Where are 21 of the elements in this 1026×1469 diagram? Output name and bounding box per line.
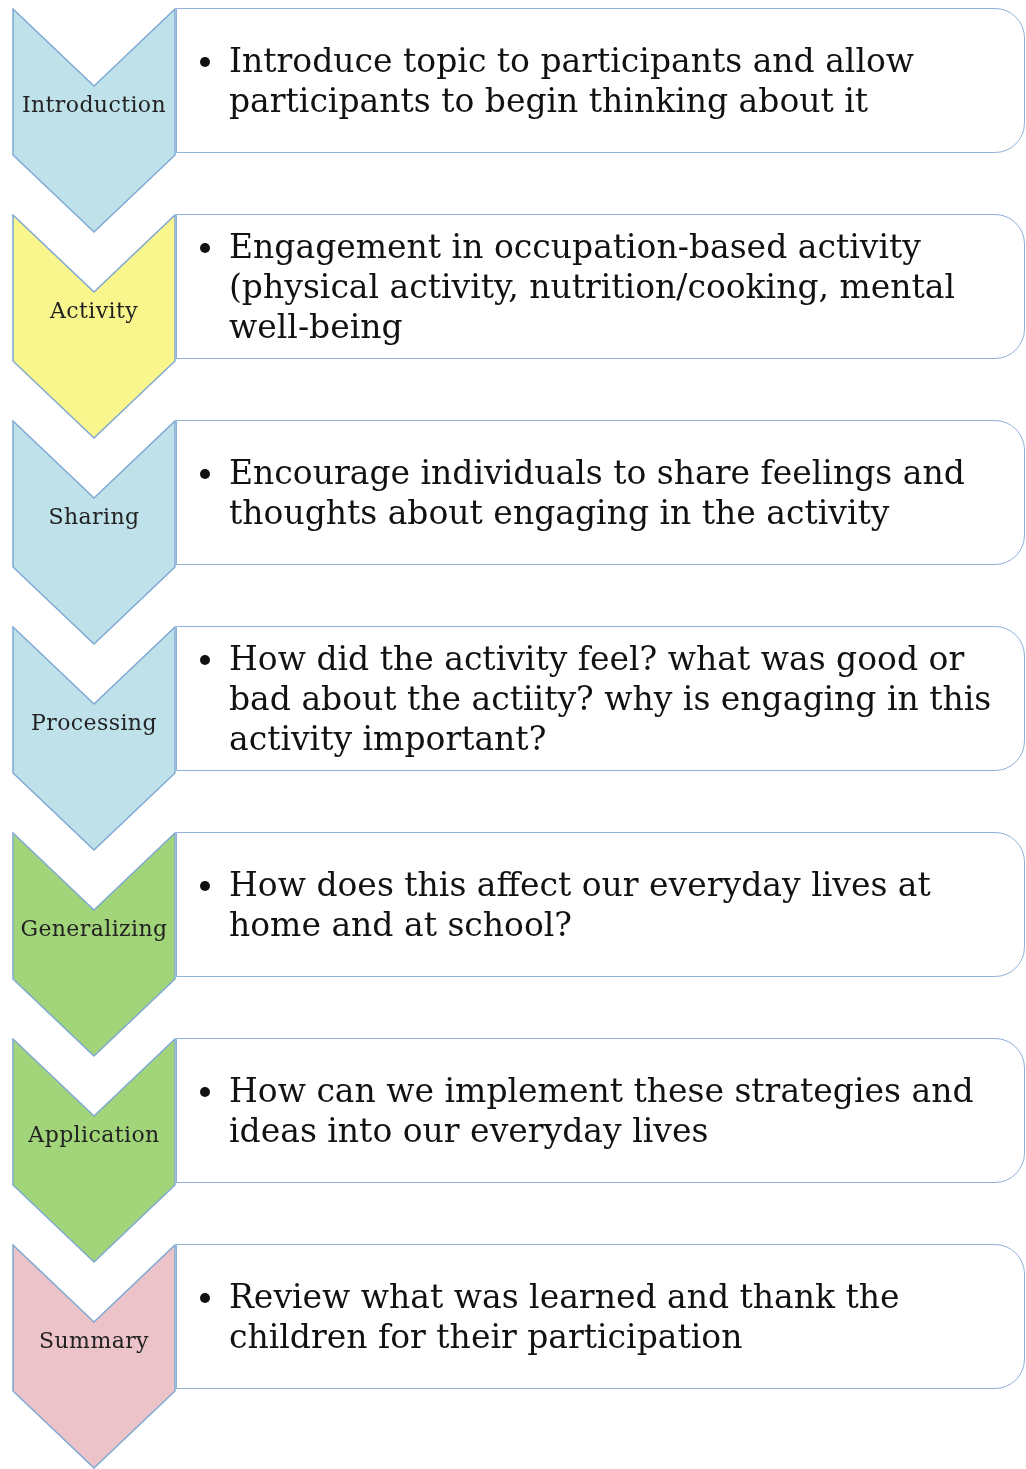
stage-label: Application: [27, 1122, 161, 1147]
description-text: Encourage individuals to share feelings and thoughts about engaging in the activity: [229, 452, 966, 533]
stage-label: Sharing: [47, 504, 141, 529]
stage-label: Activity: [49, 298, 139, 323]
description-box: [176, 1038, 1025, 1183]
stage-label: Generalizing: [19, 916, 169, 941]
stage-label: Introduction: [20, 92, 168, 117]
description-text: Engagement in occupation-based activity (physical activity, nutrition/cooking, mental well-being: [229, 226, 957, 347]
description-box: [176, 420, 1025, 565]
description-box: [176, 214, 1025, 359]
description-text: Review what was learned and thank the children for their participation: [229, 1276, 901, 1357]
description-box: [176, 1244, 1025, 1389]
description-box: [176, 626, 1025, 771]
description-text: How can we implement these strategies and ideas into our everyday lives: [229, 1070, 975, 1151]
stage-label: Summary: [38, 1328, 150, 1353]
description-text: Introduce topic to participants and allow participants to begin thinking about it: [229, 40, 916, 121]
stage-label: Processing: [30, 710, 158, 735]
description-text: How does this affect our everyday lives at home and at school?: [229, 864, 932, 945]
description-box: [176, 8, 1025, 153]
description-box: [176, 832, 1025, 977]
description-text: How did the activity feel? what was good or bad about the actiity? why is engaging in this activity important?: [229, 638, 993, 759]
